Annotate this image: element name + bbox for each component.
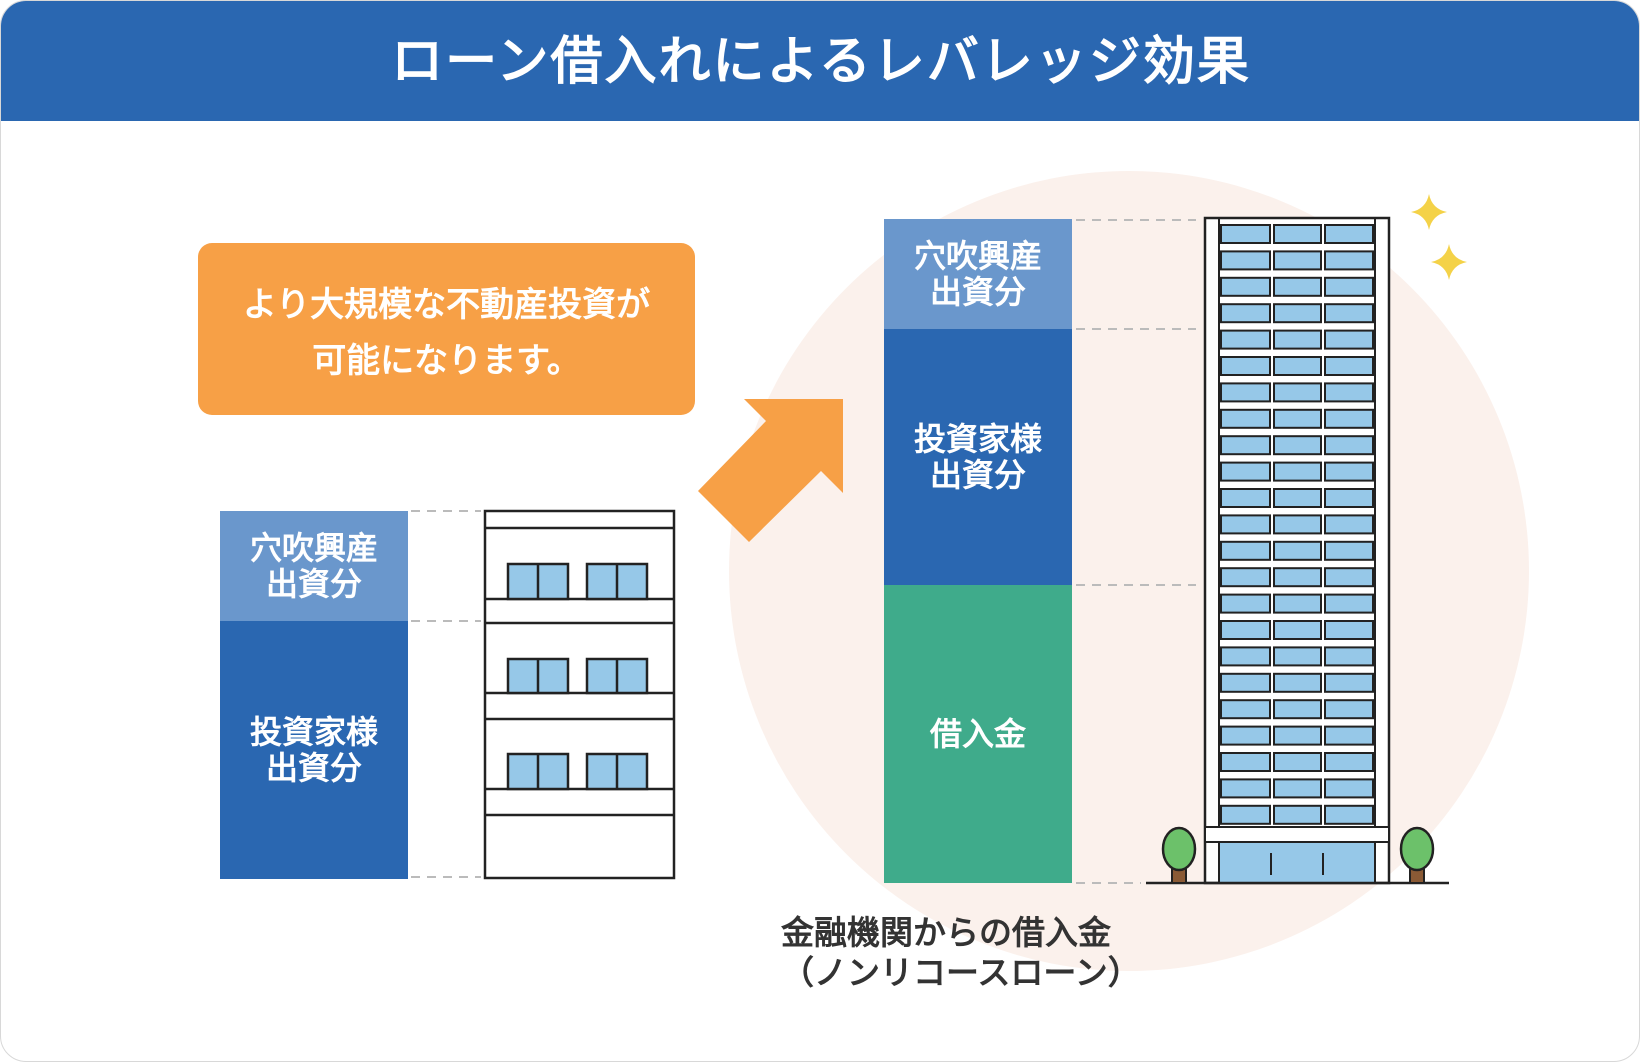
tall-building-windows xyxy=(1220,224,1374,825)
tall-building-window xyxy=(1220,804,1271,825)
tall-building-window xyxy=(1220,356,1271,376)
tall-building-window xyxy=(1273,672,1322,693)
tall-building-window xyxy=(1324,778,1374,799)
tall-building-window xyxy=(1273,778,1322,799)
guide-lines xyxy=(411,219,1196,884)
tall-building-window xyxy=(1324,672,1374,693)
small-bar-segment-anabuki: 穴吹興産 出資分 xyxy=(220,511,408,621)
tall-building-window xyxy=(1220,408,1271,429)
arrow-up-right-icon xyxy=(698,399,843,542)
tall-building-window xyxy=(1273,593,1322,614)
tall-building-window xyxy=(1220,567,1271,588)
tall-building-window xyxy=(1324,646,1374,667)
tree-icon xyxy=(1161,826,1197,884)
callout-text: より大規模な不動産投資が 可能になります。 xyxy=(242,285,651,381)
tall-building-window xyxy=(1273,382,1322,403)
large-bar-label-investor: 投資家様 出資分 xyxy=(913,420,1042,494)
tall-building-window xyxy=(1324,435,1374,456)
tall-building-window xyxy=(1220,329,1271,350)
tall-building-window xyxy=(1273,356,1322,376)
tall-building-window xyxy=(1220,488,1271,508)
loan-caption: 金融機関からの借入金 （ノンリコースローン） xyxy=(781,913,1141,992)
large-bar-segment-investor: 投資家様 出資分 xyxy=(884,329,1072,585)
tall-building-window xyxy=(1220,435,1271,456)
tall-building-window xyxy=(1220,303,1271,324)
tall-building-window xyxy=(1273,224,1322,244)
tall-building-window xyxy=(1273,540,1322,561)
tall-building-window xyxy=(1324,593,1374,614)
tall-building-window xyxy=(1220,672,1271,693)
sparkle-icon xyxy=(1431,244,1467,280)
tall-building-window xyxy=(1220,276,1271,297)
tall-building-window xyxy=(1273,303,1322,324)
tall-building-window xyxy=(1220,224,1271,244)
sparkle-icon xyxy=(1411,194,1447,230)
tall-building-window xyxy=(1273,488,1322,508)
tall-building-window xyxy=(1324,461,1374,482)
callout-box xyxy=(198,243,695,415)
tall-building-window xyxy=(1273,461,1322,482)
tall-building-window xyxy=(1273,699,1322,720)
tall-building-window xyxy=(1273,752,1322,772)
tall-building-window xyxy=(1220,752,1271,772)
tall-building-window xyxy=(1324,725,1374,746)
header-bar xyxy=(1,1,1639,121)
tall-building-window xyxy=(1324,250,1374,271)
small-building-icon xyxy=(483,509,676,880)
large-bar-label-loan: 借入金 xyxy=(929,715,1026,753)
tall-building-window xyxy=(1220,725,1271,746)
tall-building-window xyxy=(1273,514,1322,535)
highlight-circle xyxy=(729,171,1529,971)
tall-building-window xyxy=(1220,646,1271,667)
tall-building-window xyxy=(1220,382,1271,403)
tall-building-window xyxy=(1324,488,1374,508)
small-bar-label-anabuki: 穴吹興産 出資分 xyxy=(249,529,378,603)
tall-building-window xyxy=(1324,699,1374,720)
tall-building-window xyxy=(1273,408,1322,429)
tall-building-window xyxy=(1220,461,1271,482)
tall-building-window xyxy=(1324,303,1374,324)
tall-building-window xyxy=(1273,435,1322,456)
page-title: ローン借入れによるレバレッジ効果 xyxy=(391,32,1251,92)
tall-building-window xyxy=(1273,250,1322,271)
tall-building-window xyxy=(1220,593,1271,614)
tall-building-window xyxy=(1273,725,1322,746)
tall-building-window xyxy=(1273,620,1322,640)
tall-building-window xyxy=(1220,540,1271,561)
tall-building-window xyxy=(1273,646,1322,667)
tall-building-window xyxy=(1220,778,1271,799)
large-bar-segment-loan: 借入金 xyxy=(884,585,1072,883)
tall-building-window xyxy=(1273,329,1322,350)
tall-building-window xyxy=(1324,408,1374,429)
small-bar-label-investor: 投資家様 出資分 xyxy=(249,713,378,787)
tall-building-window xyxy=(1220,620,1271,640)
tall-building-window xyxy=(1324,540,1374,561)
tall-building-window xyxy=(1220,250,1271,271)
tall-building-window xyxy=(1273,276,1322,297)
tall-building-window xyxy=(1220,514,1271,535)
tall-building-window xyxy=(1273,567,1322,588)
small-bar-segment-investor: 投資家様 出資分 xyxy=(220,621,408,879)
large-bar-label-anabuki: 穴吹興産 出資分 xyxy=(913,237,1042,311)
tall-building-icon xyxy=(1203,216,1391,885)
tall-building-window xyxy=(1324,356,1374,376)
tall-building-window xyxy=(1273,804,1322,825)
tall-building-window xyxy=(1324,276,1374,297)
tree-icon xyxy=(1399,826,1435,884)
large-bar-segment-anabuki: 穴吹興産 出資分 xyxy=(884,219,1072,329)
tall-building-window xyxy=(1324,804,1374,825)
tall-building-window xyxy=(1324,567,1374,588)
tall-building-window xyxy=(1324,514,1374,535)
tall-building-window xyxy=(1324,620,1374,640)
tall-building-window xyxy=(1220,699,1271,720)
tall-building-window xyxy=(1324,752,1374,772)
tall-building-window xyxy=(1324,382,1374,403)
tall-building-window xyxy=(1324,329,1374,350)
tall-building-window xyxy=(1324,224,1374,244)
